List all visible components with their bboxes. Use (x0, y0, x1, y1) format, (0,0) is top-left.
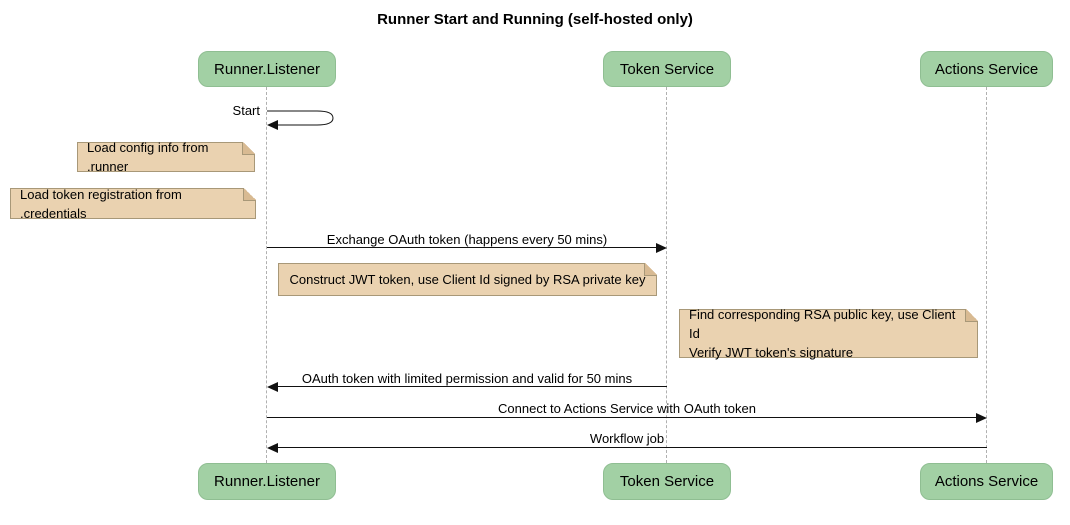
actor-label: Token Service (619, 473, 715, 490)
actor-actions-service-top: Actions Service (920, 51, 1053, 87)
arrowhead-right-icon (656, 243, 667, 253)
self-message-arrow (267, 110, 334, 130)
message-arrow-exchange-oauth (267, 247, 657, 248)
actor-token-service-top: Token Service (603, 51, 731, 87)
actor-label: Token Service (619, 60, 715, 78)
note-verify-jwt: Find corresponding RSA public key, use C… (679, 307, 978, 360)
note-text: Load token registration from .credential… (20, 186, 182, 221)
message-label-oauth-return: OAuth token with limited permission and … (301, 371, 633, 386)
actor-token-service-bottom: Token Service (603, 463, 731, 500)
lifeline-runner-listener (266, 87, 267, 463)
note-construct-jwt: Construct JWT token, use Client Id signe… (278, 263, 657, 296)
actor-runner-listener-top: Runner.Listener (198, 51, 336, 87)
arrowhead-right-icon (976, 413, 987, 423)
arrowhead-left-icon (267, 443, 278, 453)
arrowhead-left-icon (267, 382, 278, 392)
actor-label: Actions Service (934, 60, 1039, 78)
actor-runner-listener-bottom: Runner.Listener (198, 463, 336, 500)
diagram-title: Runner Start and Running (self-hosted on… (377, 11, 693, 28)
lifeline-token-service (666, 87, 667, 463)
note-load-token-registration: Load token registration from .credential… (10, 187, 256, 221)
message-label-exchange-oauth: Exchange OAuth token (happens every 50 m… (326, 232, 608, 247)
message-label-workflow-job: Workflow job (589, 431, 665, 446)
message-arrow-oauth-return (277, 386, 667, 387)
note-text: Find corresponding RSA public key, use C… (689, 307, 956, 360)
message-arrow-workflow-job (277, 447, 987, 448)
actor-label: Actions Service (934, 473, 1039, 490)
note-text: Load config info from .runner (87, 140, 209, 174)
note-text: Construct JWT token, use Client Id signe… (289, 272, 646, 287)
message-label-start: Start (232, 103, 260, 118)
note-load-config: Load config info from .runner (77, 140, 255, 174)
lifeline-actions-service (986, 87, 987, 463)
actor-label: Runner.Listener (214, 60, 320, 78)
actor-label: Runner.Listener (214, 473, 320, 490)
message-label-connect-actions: Connect to Actions Service with OAuth to… (498, 401, 756, 416)
message-arrow-connect-actions (267, 417, 977, 418)
actor-actions-service-bottom: Actions Service (920, 463, 1053, 500)
